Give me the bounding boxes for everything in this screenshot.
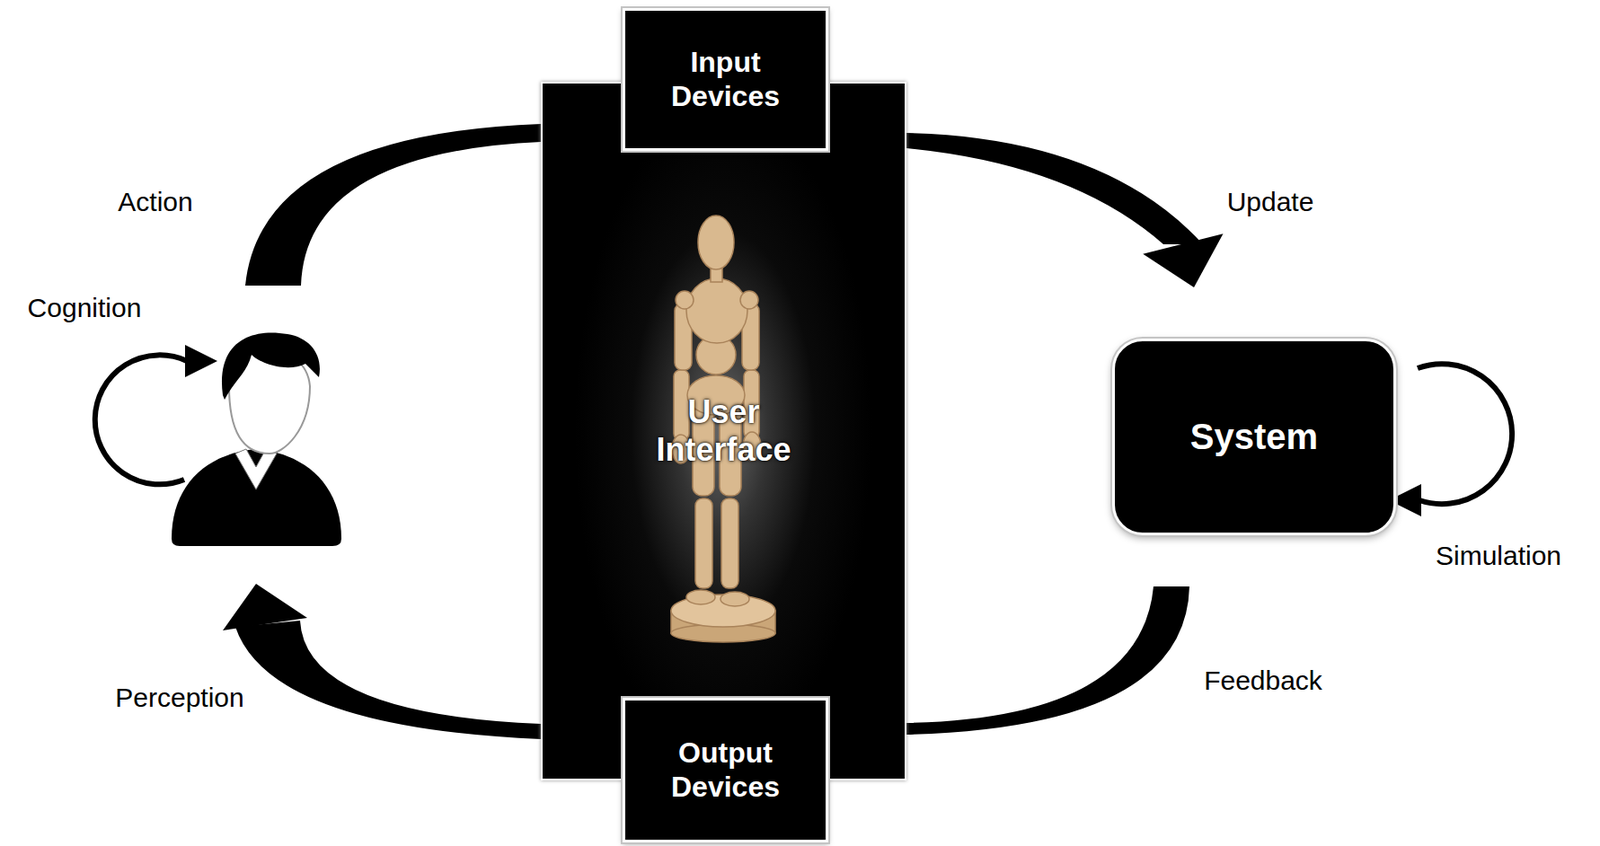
person-body — [171, 449, 342, 547]
person-icon — [171, 332, 342, 547]
loop-label: Action — [117, 185, 193, 219]
mannequin-head — [698, 215, 734, 270]
simulation-loop — [1417, 363, 1512, 504]
band-ground — [540, 81, 907, 781]
interface-band: User InterfaceInput DevicesOutput Device… — [540, 81, 907, 781]
mannequin-leg — [721, 498, 739, 589]
mannequin-shoulder — [740, 291, 759, 310]
flow-arrow-body — [906, 586, 1190, 735]
loop-label: Simulation — [1435, 539, 1562, 573]
flow-arrow-body — [906, 132, 1203, 245]
system-box: System — [1112, 338, 1397, 536]
device-box: Output Devices — [622, 698, 829, 843]
device-box: Input Devices — [622, 8, 829, 151]
flow-arrow — [906, 586, 1190, 735]
mannequin-chest — [686, 278, 748, 344]
mannequin-arm — [673, 370, 690, 441]
edge-label: Update — [1227, 185, 1315, 219]
mannequin-shoulder — [675, 291, 694, 310]
action-arrow — [245, 123, 541, 286]
loop-label: Cognition — [27, 291, 142, 325]
flow-arrow — [906, 132, 1223, 288]
band-glow — [574, 107, 872, 755]
arrow-head — [1142, 233, 1223, 288]
loop-label: Perception — [114, 681, 244, 715]
cognition-loop — [95, 354, 187, 485]
person-collar — [235, 449, 277, 490]
mannequin-foot — [720, 592, 750, 607]
node-text: Output Devices — [649, 736, 803, 805]
arrow-head — [185, 344, 218, 378]
arrow-head — [222, 583, 308, 631]
edge-label: Feedback — [1203, 664, 1323, 698]
node-text: Input Devices — [649, 45, 803, 115]
node-text: System — [1190, 415, 1318, 459]
perception-arrow — [235, 620, 541, 740]
mannequin-leg — [695, 498, 713, 589]
person-hair — [221, 332, 320, 400]
node-text: User Interface — [629, 393, 819, 470]
mannequin-foot — [686, 590, 716, 605]
